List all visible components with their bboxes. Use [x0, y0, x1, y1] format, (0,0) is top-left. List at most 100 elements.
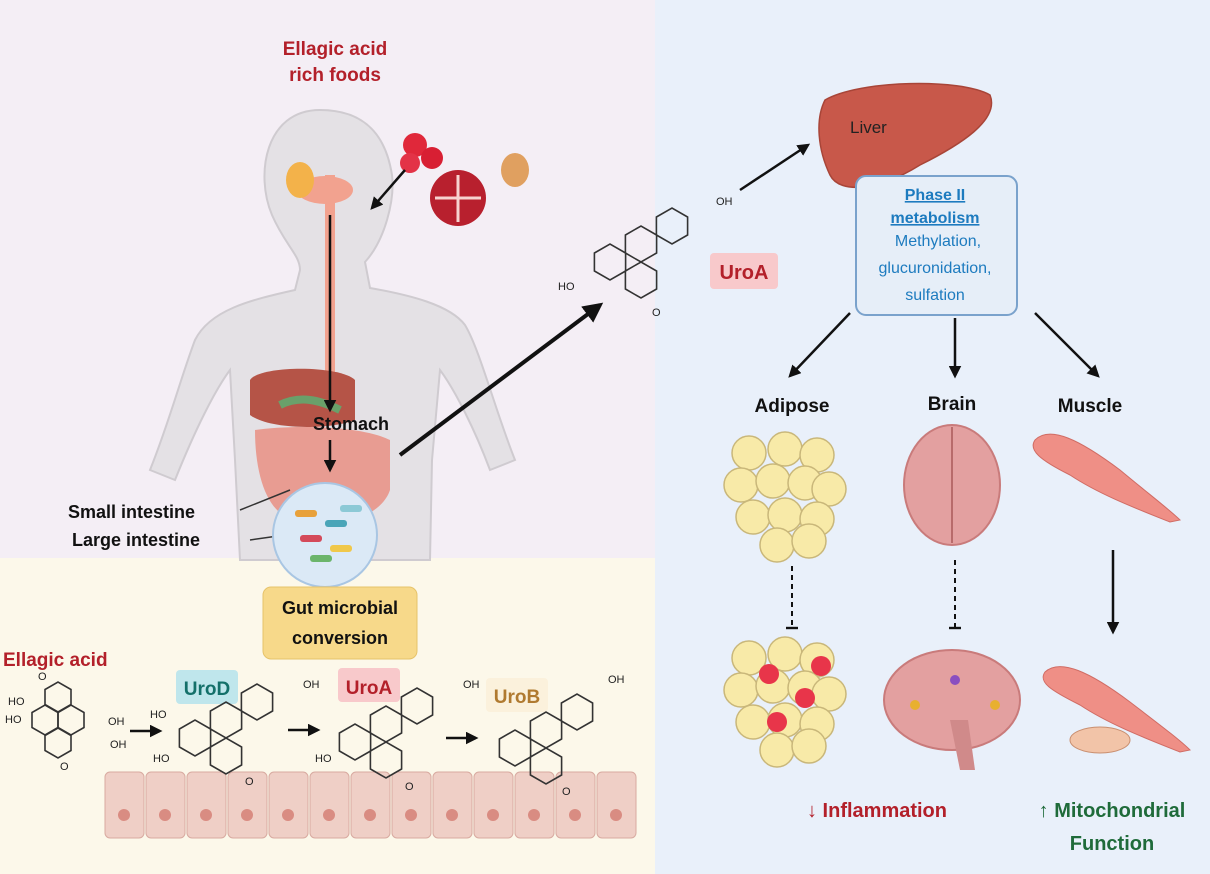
ring [369, 741, 403, 779]
atom-label: O [652, 307, 661, 319]
muscle-illustration [1032, 433, 1182, 523]
fat-cell [723, 672, 759, 708]
atom-label: OH [463, 679, 480, 691]
fat-cell [723, 467, 759, 503]
epithelial-cell [473, 771, 514, 839]
epithelial-cell [391, 771, 432, 839]
atom-label: OH [303, 679, 320, 691]
uro-b-label: UroB [494, 687, 540, 708]
uro-a-label-top: UroA [720, 262, 769, 284]
immune-cell [795, 688, 815, 708]
cell-nucleus [446, 809, 458, 821]
fat-cell [767, 497, 803, 533]
cell-nucleus [569, 809, 581, 821]
ring [624, 261, 658, 299]
liver-illustration [818, 82, 993, 188]
fat-cell [811, 471, 847, 507]
ring [209, 737, 243, 775]
fat-cell [735, 704, 771, 740]
phase-ii-reactions: Methylation,glucuronidation,sulfation [879, 233, 992, 304]
atom-label: OH [608, 674, 625, 686]
brain-section-illustration [883, 649, 1021, 770]
epithelial-cell [145, 771, 186, 839]
atom-label: O [405, 781, 414, 793]
cell-nucleus [364, 809, 376, 821]
adipose-label: Adipose [755, 396, 830, 417]
inflamed-adipose-illustration [723, 636, 847, 768]
gut-microbiota-illustration [272, 482, 378, 588]
cell-nucleus [282, 809, 294, 821]
muscle-with-mitochondria-illustration [1042, 666, 1192, 754]
atom-label: O [38, 671, 47, 683]
cell-nucleus [487, 809, 499, 821]
small-intestine-label: Small intestine [68, 502, 195, 522]
large-intestine-label: Large intestine [72, 530, 200, 550]
inflammation-label: ↓ Inflammation [807, 800, 947, 822]
ellagic-acid-label: Ellagic acid [3, 650, 108, 671]
atom-label: OH [716, 196, 733, 208]
epithelial-cell [227, 771, 268, 839]
epithelial-cell [186, 771, 227, 839]
atom-label: HO [558, 281, 575, 293]
fat-cell [735, 499, 771, 535]
atom-label: OH [108, 716, 125, 728]
adipose-tissue-illustration [723, 431, 847, 563]
fat-cell [759, 527, 795, 563]
atom-label: HO [153, 753, 170, 765]
atom-label: O [562, 786, 571, 798]
atom-label: O [245, 776, 254, 788]
ring [240, 683, 274, 721]
ring [44, 681, 72, 713]
fat-cell [731, 435, 767, 471]
atom-label: OH [110, 739, 127, 751]
epithelial-cell [514, 771, 555, 839]
atom-label: HO [5, 714, 22, 726]
uro-a-label-bottom: UroA [346, 678, 393, 699]
intestinal-epithelium [104, 771, 637, 839]
fat-cell [791, 728, 827, 764]
brain-illustration [903, 424, 1001, 546]
atom-label: HO [150, 709, 167, 721]
epithelial-cell [596, 771, 637, 839]
ring [529, 747, 563, 785]
phase-ii-box [855, 175, 1018, 316]
stomach-label: Stomach [313, 414, 389, 434]
epithelial-cell [309, 771, 350, 839]
immune-cell [767, 712, 787, 732]
cell-nucleus [118, 809, 130, 821]
immune-cell [811, 656, 831, 676]
cell-nucleus [610, 809, 622, 821]
ring [400, 687, 434, 725]
cell-nucleus [200, 809, 212, 821]
ring [44, 727, 72, 759]
cell-nucleus [405, 809, 417, 821]
gut-conversion-box [262, 586, 418, 660]
brain-label: Brain [928, 394, 977, 415]
fat-cell [755, 463, 791, 499]
epithelial-cell [104, 771, 145, 839]
atom-label: O [60, 761, 69, 773]
fat-cell [791, 523, 827, 559]
ring [560, 693, 594, 731]
cell-nucleus [159, 809, 171, 821]
epithelial-cell [350, 771, 391, 839]
atom-label: HO [315, 753, 332, 765]
cell-nucleus [323, 809, 335, 821]
cell-nucleus [528, 809, 540, 821]
food-illustrations [400, 133, 529, 226]
muscle-label: Muscle [1058, 396, 1122, 417]
epithelial-cell [432, 771, 473, 839]
immune-cell [759, 664, 779, 684]
fat-cell [811, 676, 847, 712]
ring [655, 207, 689, 245]
fat-cell [767, 431, 803, 467]
fat-cell [759, 732, 795, 768]
cell-nucleus [241, 809, 253, 821]
epithelial-cell [268, 771, 309, 839]
